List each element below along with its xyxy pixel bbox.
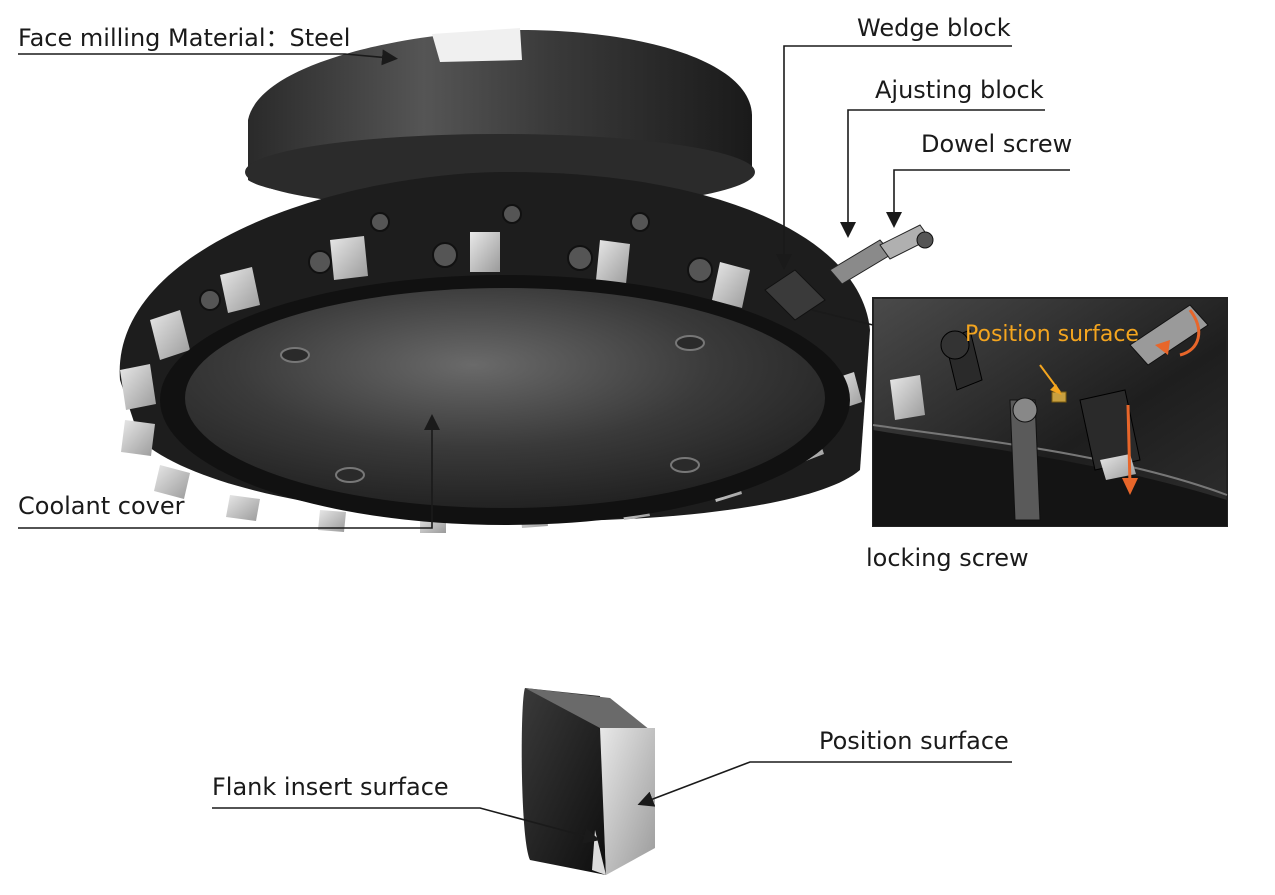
label-coolant-cover: Coolant cover [18, 492, 185, 520]
leader-coolant-cover [18, 414, 440, 529]
insert-top-face [525, 688, 650, 730]
label-face-milling: Face milling Material：Steel [18, 24, 351, 52]
cover-screws [280, 335, 705, 483]
leader-wedge-block [776, 45, 1012, 270]
leader-flank-insert [212, 807, 600, 844]
label-wedge-block: Wedge block [857, 14, 1011, 42]
label-locking-screw: locking screw [866, 544, 1029, 572]
insert-position-face [600, 728, 655, 875]
label-position-surface: Position surface [819, 727, 1009, 755]
ring-screws [199, 204, 713, 311]
coolant-cover [185, 288, 825, 508]
leader-position-surface [637, 761, 1012, 807]
wedge-assembly [764, 224, 934, 321]
cutter-keyway [432, 28, 522, 62]
label-dowel-screw: Dowel screw [921, 130, 1073, 158]
leader-lines [18, 45, 1070, 844]
label-position-surface-inset: Position surface [965, 322, 1139, 347]
detail-inset [811, 297, 1228, 527]
leader-ajusting-block [840, 109, 1045, 238]
leader-face-milling [18, 49, 398, 66]
label-flank-insert-surface: Flank insert surface [212, 773, 449, 801]
milling-cutter [119, 28, 934, 533]
leader-dowel-screw [886, 169, 1070, 228]
insert-illustration [521, 688, 655, 875]
label-ajusting-block: Ajusting block [875, 76, 1044, 104]
